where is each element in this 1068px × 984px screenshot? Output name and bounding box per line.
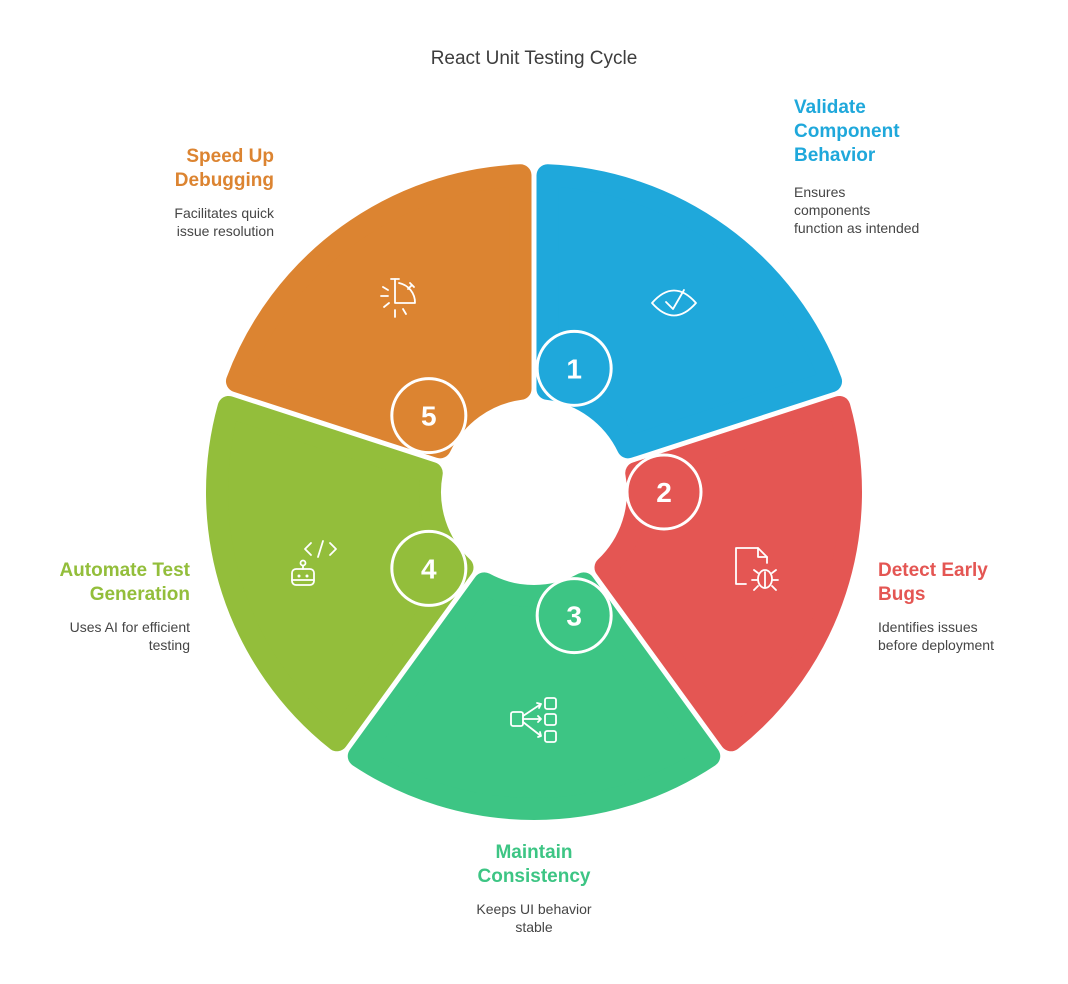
step-1-badge: 1 (535, 329, 613, 407)
step-1-heading: Validate Component Behavior (794, 97, 900, 166)
step-3-description: Keeps UI behavior stable (476, 901, 592, 935)
step-1-description: Ensures components function as intended (794, 184, 920, 236)
step-1-number: 1 (566, 353, 582, 384)
step-5-segment (225, 164, 532, 459)
robot-code-icon (291, 540, 337, 586)
step-3-badge: 3 (535, 577, 613, 655)
file-bug-icon (735, 547, 779, 591)
step-2-number: 2 (656, 477, 672, 508)
step-5-number: 5 (421, 401, 437, 432)
step-2-heading: Detect Early Bugs (878, 560, 988, 605)
step-2-description: Identifies issues before deployment (878, 619, 994, 653)
step-3-heading: Maintain Consistency (477, 842, 591, 887)
step-2-badge: 2 (625, 453, 703, 531)
step-4-number: 4 (421, 553, 437, 584)
flow-hierarchy-icon (510, 697, 557, 743)
step-3-number: 3 (566, 601, 582, 632)
diagram-title: React Unit Testing Cycle (430, 48, 638, 69)
step-5-description: Facilitates quick issue resolution (174, 205, 274, 239)
step-5-heading: Speed Up Debugging (174, 146, 274, 191)
step-4-description: Uses AI for efficient testing (69, 619, 190, 653)
step-4-badge: 4 (390, 529, 468, 607)
eye-check-icon (651, 289, 697, 317)
step-1-segment (536, 164, 843, 459)
stopwatch-speed-icon (380, 278, 416, 318)
step-5-badge: 5 (390, 377, 468, 455)
step-4-heading: Automate Test Generation (59, 560, 190, 605)
